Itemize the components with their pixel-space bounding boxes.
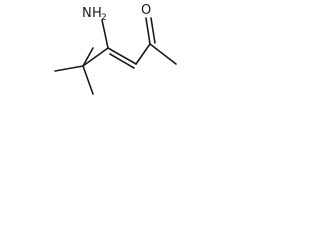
amine-element-n: N xyxy=(82,6,92,21)
bond-tbutyl-to-c4 xyxy=(82,47,109,67)
carbonyl-oxygen-label: O xyxy=(141,3,151,18)
amine-group-label: N H 2 xyxy=(82,6,107,23)
bond-carbonyl-double-a xyxy=(145,17,151,45)
bond-carbonyl-double-b xyxy=(150,17,156,44)
chemical-structure: N H 2 O xyxy=(54,3,177,95)
bond-c4-to-amine xyxy=(101,19,109,49)
bond-c2-methyl xyxy=(149,43,177,65)
bond-c4-c3-double-a xyxy=(107,47,137,65)
bond-tbutyl-methyl-bottom xyxy=(82,65,94,95)
bond-c4-c3-double-b xyxy=(109,53,135,69)
bond-tbutyl-methyl-left xyxy=(54,65,84,72)
amine-hydrogen: H xyxy=(92,6,102,21)
bond-tbutyl-methyl-top xyxy=(82,47,94,67)
amine-subscript: 2 xyxy=(101,13,107,23)
bond-c3-c2 xyxy=(135,43,151,65)
